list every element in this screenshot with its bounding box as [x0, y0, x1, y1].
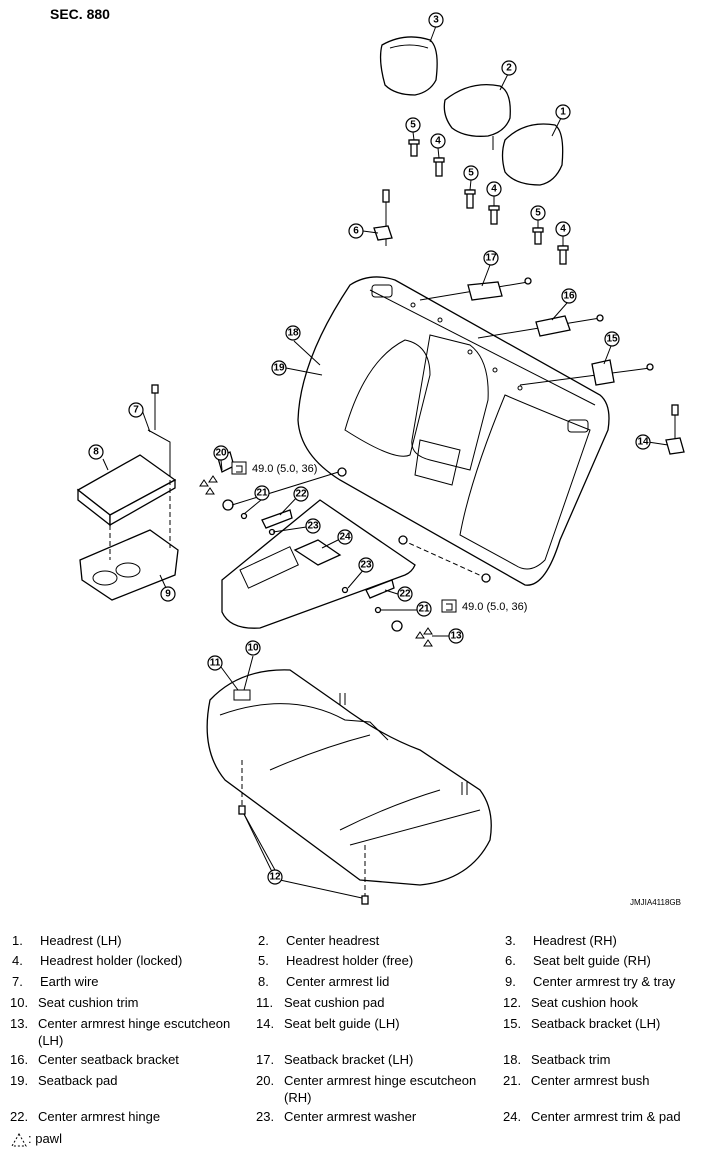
svg-text:21: 21 — [418, 604, 430, 615]
svg-text:7: 7 — [133, 405, 139, 416]
callout-22a: 22 — [293, 486, 309, 502]
callout-5a: 5 — [405, 117, 421, 133]
svg-text:1: 1 — [560, 107, 566, 118]
callout-13: 13 — [448, 628, 464, 644]
callout-8: 8 — [88, 444, 104, 460]
svg-text:9: 9 — [165, 589, 171, 600]
nut-left — [337, 467, 347, 477]
svg-text:17: 17 — [485, 253, 497, 264]
headrest-center — [443, 83, 511, 150]
svg-text:5: 5 — [468, 168, 474, 179]
seatback-bracket-15 — [519, 359, 654, 386]
exploded-diagram: 49.0 (5.0, 36) 49.0 (5.0, 36) — [76, 12, 685, 905]
callout-9: 9 — [160, 586, 176, 602]
callout-7: 7 — [128, 402, 144, 418]
callout-17: 17 — [483, 250, 499, 266]
figure-id: JMJIA4118GB — [630, 898, 681, 907]
callout-22b: 22 — [397, 586, 413, 602]
callout-14: 14 — [635, 434, 651, 450]
svg-text:49.0 (5.0, 36): 49.0 (5.0, 36) — [462, 601, 527, 613]
callout-3: 3 — [428, 12, 444, 28]
center-armrest-trim — [221, 499, 487, 647]
svg-text:49.0 (5.0, 36): 49.0 (5.0, 36) — [252, 463, 317, 475]
callout-18: 18 — [285, 325, 301, 341]
svg-text:5: 5 — [410, 120, 416, 131]
headrest-rh — [379, 36, 438, 96]
callout-2: 2 — [501, 60, 517, 76]
callout-4b: 4 — [486, 181, 502, 197]
callout-15: 15 — [604, 331, 620, 347]
svg-text:18: 18 — [287, 328, 299, 339]
callout-4c: 4 — [555, 221, 571, 237]
callout-21b: 21 — [416, 601, 432, 617]
svg-text:23: 23 — [307, 521, 319, 532]
earth-wire — [147, 384, 171, 480]
svg-text:11: 11 — [210, 658, 221, 669]
callout-24: 24 — [337, 529, 353, 545]
nut-right — [481, 573, 491, 583]
callout-4a: 4 — [430, 133, 446, 149]
headrest-lh — [501, 123, 564, 186]
callout-5b: 5 — [463, 165, 479, 181]
nut-center — [398, 535, 408, 545]
section-label: SEC. 880 — [50, 6, 110, 22]
torque-spec-1: 49.0 (5.0, 36) — [231, 461, 317, 475]
pawl-triangle-icon — [11, 1132, 27, 1147]
svg-text:15: 15 — [606, 334, 618, 345]
pawl-note: : pawl — [10, 1131, 62, 1148]
svg-text:13: 13 — [450, 631, 462, 642]
svg-text:14: 14 — [637, 437, 649, 448]
svg-text:23: 23 — [360, 560, 372, 571]
svg-text:3: 3 — [433, 15, 439, 26]
seat-cushion — [206, 669, 492, 886]
svg-text:22: 22 — [295, 489, 307, 500]
seatback — [297, 276, 610, 586]
seat-belt-guide-rh — [373, 189, 393, 246]
callout-16: 16 — [561, 288, 577, 304]
center-armrest-tray — [79, 480, 179, 601]
torque-spec-2: 49.0 (5.0, 36) — [441, 599, 527, 613]
svg-text:16: 16 — [563, 291, 575, 302]
svg-text:2: 2 — [506, 63, 512, 74]
callout-11: 11 — [207, 655, 223, 671]
svg-text:24: 24 — [339, 532, 351, 543]
callouts: 1 2 3 4 5 6 7 8 9 10 11 12 13 14 15 16 1… — [88, 12, 651, 885]
svg-text:5: 5 — [535, 208, 541, 219]
svg-text:12: 12 — [269, 872, 281, 883]
seat-belt-guide-lh — [665, 404, 685, 455]
callout-19: 19 — [271, 360, 287, 376]
callout-6: 6 — [348, 223, 364, 239]
svg-text:21: 21 — [256, 488, 268, 499]
callout-12: 12 — [267, 869, 283, 885]
svg-text:22: 22 — [399, 589, 411, 600]
callout-10: 10 — [245, 640, 261, 656]
svg-text:20: 20 — [215, 448, 227, 459]
seatback-bracket-17 — [419, 277, 532, 301]
svg-text:4: 4 — [560, 224, 566, 235]
callout-1: 1 — [555, 104, 571, 120]
seat-cushion-hooks — [238, 760, 369, 905]
svg-text:8: 8 — [93, 447, 99, 458]
center-armrest-lid — [76, 454, 177, 527]
callout-23b: 23 — [358, 557, 374, 573]
callout-23a: 23 — [305, 518, 321, 534]
svg-text:19: 19 — [273, 363, 285, 374]
svg-text:6: 6 — [353, 226, 359, 237]
svg-text:4: 4 — [435, 136, 441, 147]
pawl-label: : pawl — [28, 1131, 62, 1146]
callout-20: 20 — [213, 445, 229, 461]
svg-text:4: 4 — [491, 184, 497, 195]
callout-21a: 21 — [254, 485, 270, 501]
center-seatback-bracket-16 — [477, 314, 604, 339]
callout-5c: 5 — [530, 205, 546, 221]
headrest-holders — [408, 139, 569, 265]
svg-text:10: 10 — [247, 643, 259, 654]
